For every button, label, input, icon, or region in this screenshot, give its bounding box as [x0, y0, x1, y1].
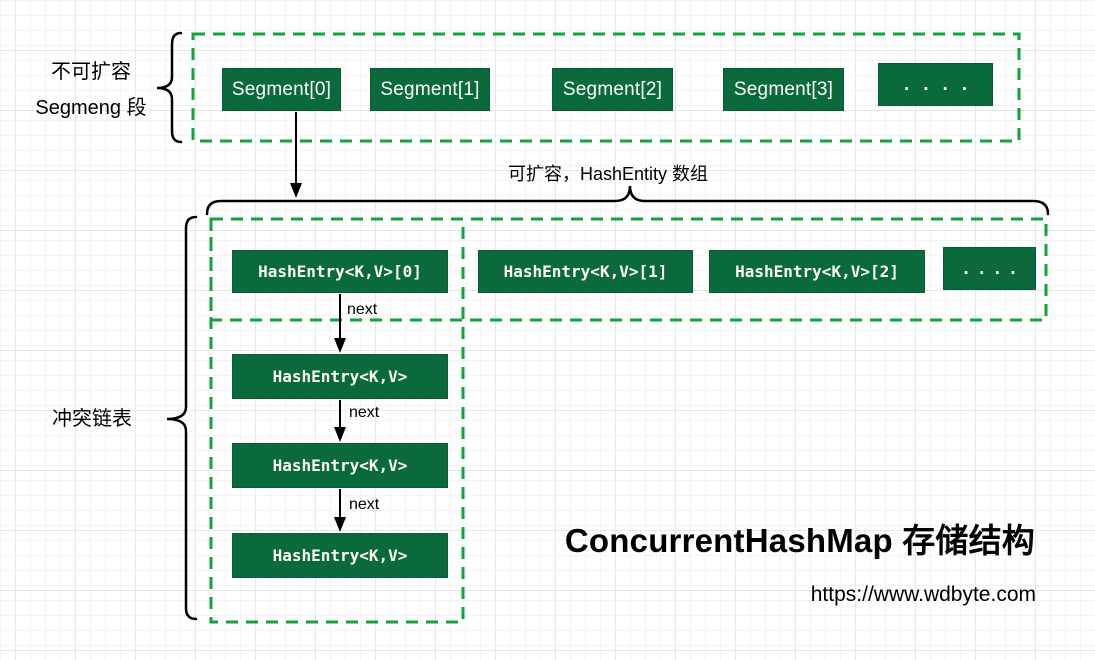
segments-group-label: 不可扩容 Segmeng 段	[16, 54, 166, 126]
segments-group-label-line1: 不可扩容	[51, 61, 131, 83]
diagram-title: ConcurrentHashMap 存储结构	[564, 522, 1035, 559]
segment-array-dashed-box	[191, 32, 1021, 143]
segment-3-box: Segment[3]	[723, 68, 844, 111]
hashentry-0-box: HashEntry<K,V>[0]	[232, 250, 448, 293]
next-label-3: next	[349, 496, 380, 513]
chain-arrow-1-head-icon	[334, 338, 346, 353]
collision-chain-brace	[166, 215, 198, 621]
hashentry-2-box: HashEntry<K,V>[2]	[709, 250, 925, 293]
hashentry-array-dashed-box	[209, 217, 1048, 322]
segments-brace	[156, 31, 183, 144]
chain-node-2-box: HashEntry<K,V>	[232, 443, 448, 488]
website-url: https://www.wdbyte.com	[810, 583, 1036, 606]
chain-node-1-box: HashEntry<K,V>	[232, 354, 448, 399]
expandable-array-label: 可扩容，HashEntity 数组	[508, 164, 709, 184]
segment-1-box: Segment[1]	[370, 68, 490, 111]
chain-node-3-box: HashEntry<K,V>	[232, 533, 448, 578]
chain-arrow-3-head-icon	[334, 517, 346, 532]
segment-0-box: Segment[0]	[222, 68, 341, 111]
chain-arrow-2-head-icon	[334, 427, 346, 442]
segment-2-box: Segment[2]	[552, 68, 673, 111]
segment0-to-array-arrowhead-icon	[290, 183, 302, 198]
hashentry-1-box: HashEntry<K,V>[1]	[478, 250, 693, 293]
next-label-2: next	[349, 404, 380, 421]
collision-chain-label: 冲突链表	[52, 408, 132, 430]
expandable-array-brace	[205, 185, 1050, 216]
hashentry-ellipsis-box: ....	[943, 247, 1036, 290]
next-label-1: next	[347, 301, 378, 318]
segments-group-label-line2: Segmeng 段	[35, 97, 147, 119]
segment-ellipsis-box: ....	[878, 63, 993, 106]
collision-chain-dashed-box	[209, 217, 465, 624]
